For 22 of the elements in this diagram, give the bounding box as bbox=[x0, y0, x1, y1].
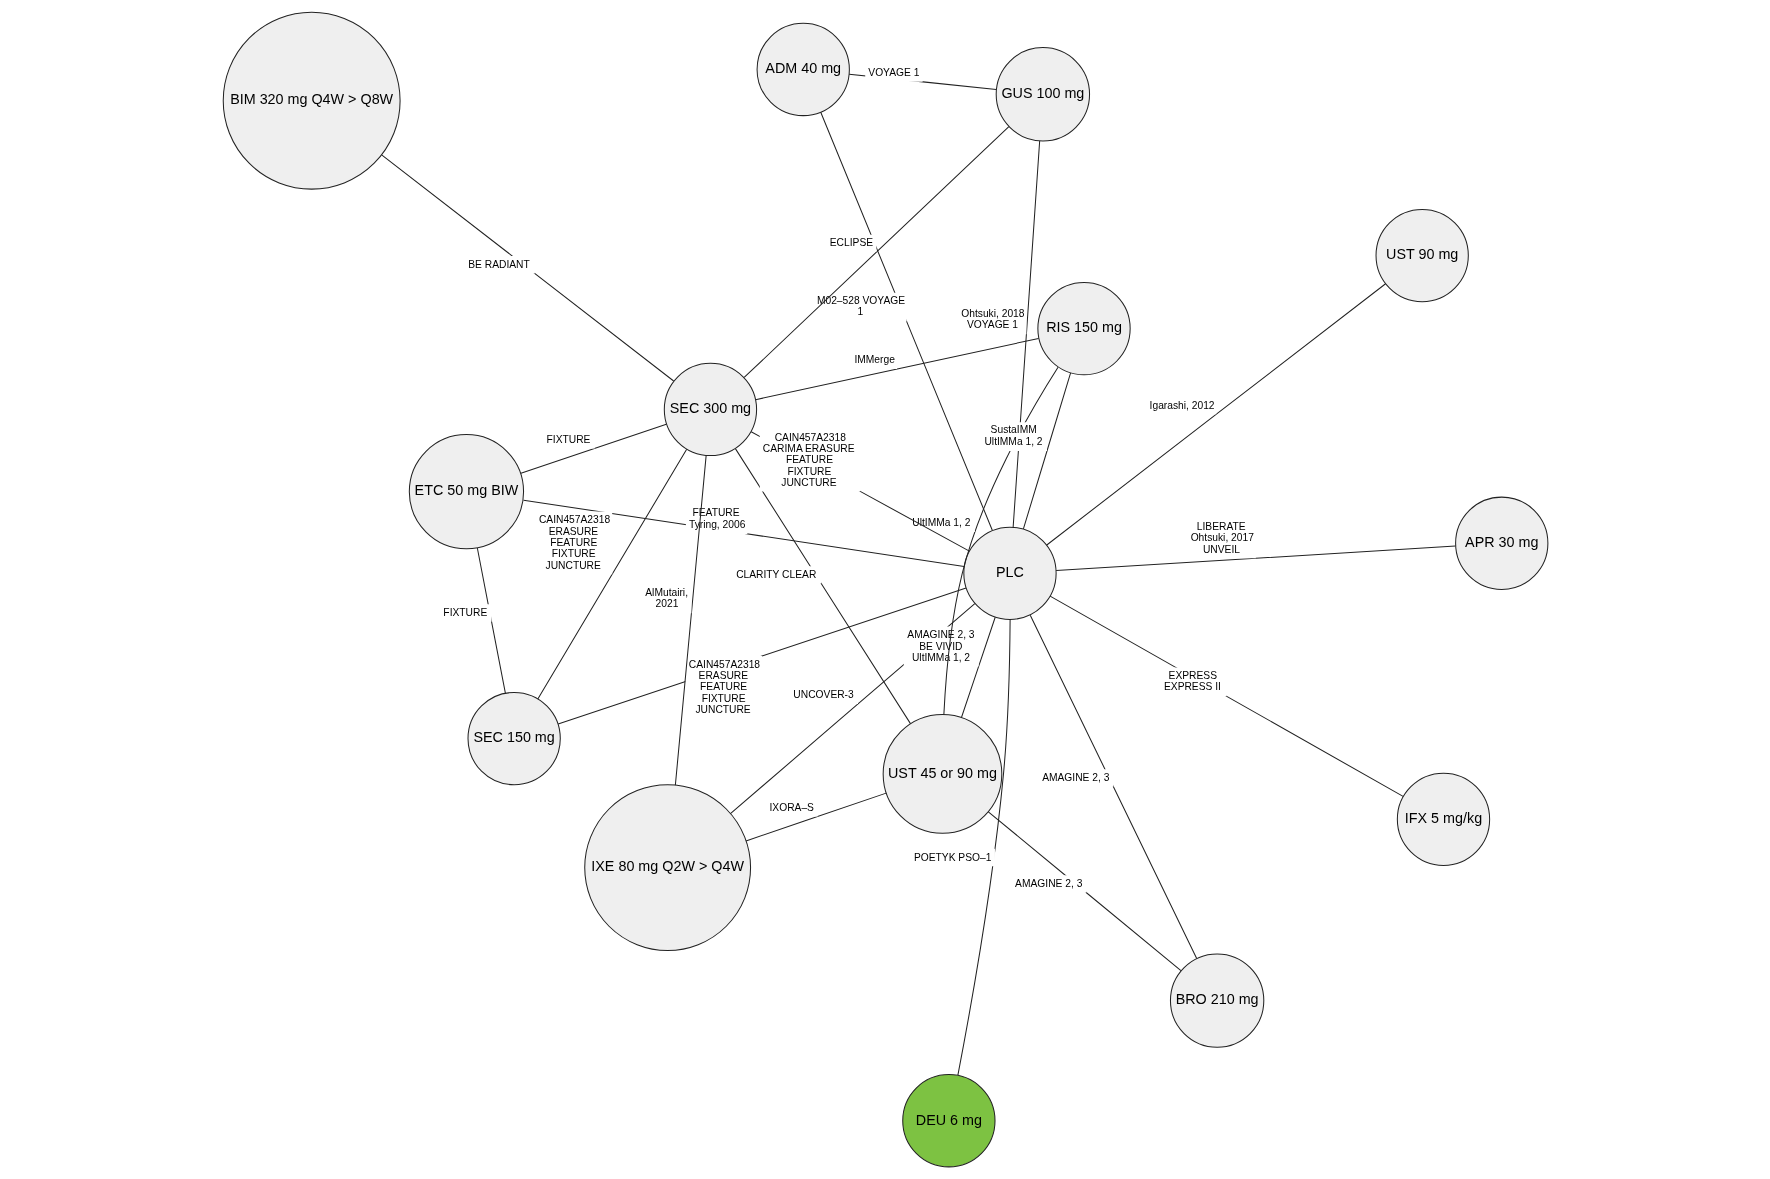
edge-label: SustaIMM UltIMMa 1, 2 bbox=[983, 424, 1043, 447]
edge-label: VOYAGE 1 bbox=[867, 67, 919, 79]
edge-label: LIBERATE Ohtsuki, 2017 UNVEIL bbox=[1190, 521, 1254, 555]
edge-label: CLARITY CLEAR bbox=[735, 568, 816, 580]
edge-label: POETYK PSO–1 bbox=[913, 851, 991, 863]
edge-label: Ohtsuki, 2018 VOYAGE 1 bbox=[960, 307, 1025, 331]
edge-label: UNCOVER-3 bbox=[792, 689, 854, 701]
edge-label: FEATURE Tyring, 2006 bbox=[688, 507, 745, 530]
edge-label: AlMutairi, 2021 bbox=[644, 586, 688, 610]
edge-label: EXPRESS EXPRESS II bbox=[1163, 669, 1221, 693]
edge-label: IMMerge bbox=[853, 354, 895, 366]
edge-label: AMAGINE 2, 3 bbox=[1041, 772, 1109, 784]
edge-label: CAIN457A2318 CARIMA ERASURE FEATURE FIXTURE JUNCTURE bbox=[762, 431, 855, 488]
edge-label: CAIN457A2318 ERASURE FEATURE FIXTURE JUNCTURE bbox=[688, 658, 760, 715]
edge-label: AMAGINE 2, 3 bbox=[1014, 878, 1082, 890]
edge-label: FIXTURE bbox=[442, 607, 487, 619]
edge-label: IXORA–S bbox=[769, 801, 814, 813]
edge-label: CAIN457A2318 ERASURE FEATURE FIXTURE JUNCTURE bbox=[538, 514, 610, 571]
edge-label: Igarashi, 2012 bbox=[1149, 399, 1215, 411]
edge-label: FIXTURE bbox=[546, 433, 590, 445]
edge-label: ECLIPSE bbox=[829, 237, 873, 249]
edge-label: BE RADIANT bbox=[467, 258, 530, 270]
